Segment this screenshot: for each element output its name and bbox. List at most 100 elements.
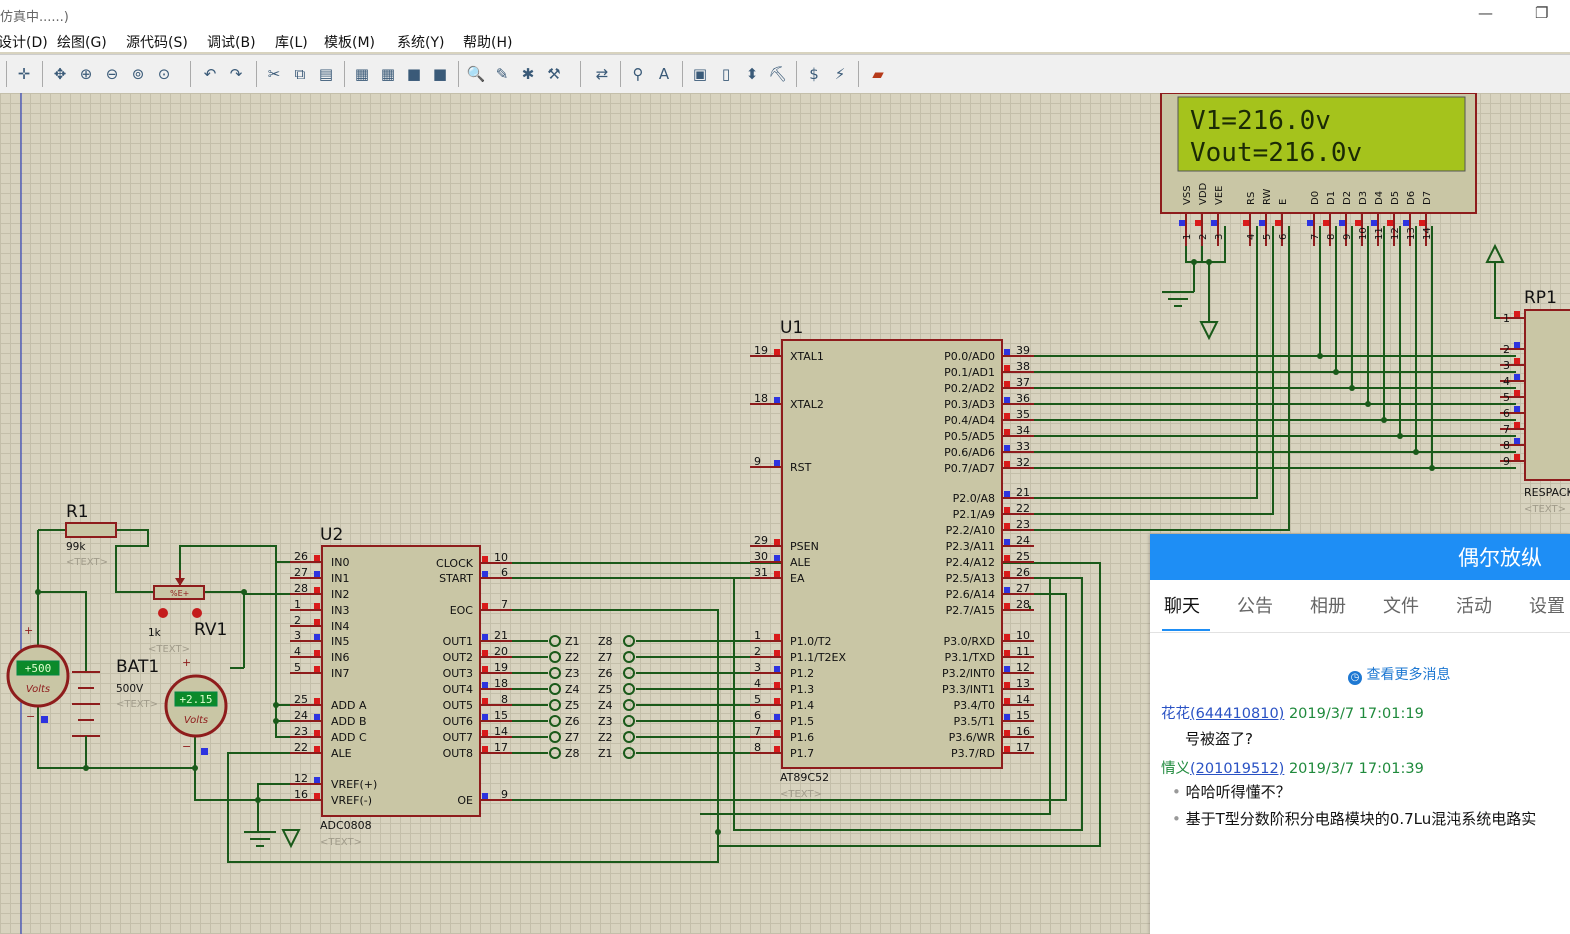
package-tool-icon[interactable]: ✱ (521, 65, 535, 83)
make-device-icon[interactable]: ✎ (495, 65, 509, 83)
exit-to-parent-icon[interactable]: ⬍ (745, 65, 759, 83)
schematic: V1=216.0v Vout=216.0v VSS1VDD2VEE3RS4RW5… (6, 93, 1570, 934)
lcd-pin-name: D3 (1358, 191, 1369, 205)
bullet-icon: • (1172, 783, 1186, 801)
pin-number: 12 (294, 772, 308, 785)
menu-system[interactable]: 系统(Y) (397, 35, 445, 51)
bill-of-materials-icon[interactable]: ⛏ (768, 65, 788, 83)
toolbar-separator (796, 61, 797, 87)
pin-number: 22 (1016, 502, 1030, 515)
minimize-button[interactable]: — (1478, 4, 1493, 22)
pan-icon[interactable]: ✥ (53, 65, 67, 83)
message-line: 哈哈听得懂不？ (1185, 783, 1291, 801)
copy-icon[interactable]: ⧉ (294, 65, 306, 83)
voltmeter-2[interactable]: +2.15 Volts + − (164, 656, 228, 755)
menu-help[interactable]: 帮助(H) (463, 35, 513, 51)
tab-activity[interactable]: 活动 (1456, 596, 1492, 617)
menu-source[interactable]: 源代码(S) (126, 35, 188, 51)
block-rotate-icon[interactable]: ■ (406, 65, 422, 83)
zoom-area-icon[interactable]: ⊙ (157, 65, 171, 83)
tab-album[interactable]: 相册 (1310, 596, 1346, 617)
lcd-display[interactable]: V1=216.0v Vout=216.0v VSS1VDD2VEE3RS4RW5… (1160, 93, 1477, 246)
pin-name: RST (790, 461, 812, 474)
property-assign-icon[interactable]: A (658, 65, 670, 83)
lcd-pin-number: 2 (1198, 234, 1209, 240)
pin-name: P0.3/AD3 (944, 398, 995, 411)
block-move-icon[interactable]: ▦ (380, 65, 396, 83)
pin-state-indicator (314, 714, 320, 720)
wire-autorouter-icon[interactable]: ⇄ (595, 65, 609, 83)
wire-junction (192, 765, 198, 771)
origin-icon[interactable]: ✛ (17, 65, 31, 83)
lcd-pin-number: 8 (1326, 234, 1337, 240)
block-copy-icon[interactable]: ▦ (354, 65, 370, 83)
pin-number: 20 (494, 645, 508, 658)
wire (179, 545, 314, 570)
pin-name: ADD A (331, 699, 367, 712)
undo-icon[interactable]: ↶ (203, 65, 217, 83)
rp1-pin-number: 7 (1503, 423, 1510, 436)
message-text: • 哈哈听得懂不？ (1172, 781, 1291, 802)
pin-number: 8 (754, 741, 761, 754)
cut-icon[interactable]: ✂ (267, 65, 281, 83)
zoom-in-icon[interactable]: ⊕ (79, 65, 93, 83)
u2-text: <TEXT> (320, 837, 362, 848)
paste-icon[interactable]: ▤ (318, 65, 334, 83)
rv1-increase-button[interactable] (192, 608, 202, 618)
menu-library[interactable]: 库(L) (275, 35, 308, 51)
new-sheet-icon[interactable]: ▣ (692, 65, 708, 83)
bat1-battery[interactable]: BAT1 500V <TEXT> (72, 655, 159, 768)
terminal-icon (549, 715, 561, 727)
pick-device-icon[interactable]: 🔍 (466, 65, 486, 83)
pin-number: 4 (294, 645, 301, 658)
pin-state-indicator (482, 634, 488, 640)
zoom-all-icon[interactable]: ⊚ (131, 65, 145, 83)
pin-name: PSEN (790, 540, 819, 553)
r1-resistor[interactable]: R1 99k <TEXT> (65, 502, 117, 568)
pin-name: P2.6/A14 (946, 588, 995, 601)
pin-state-indicator (1004, 603, 1010, 609)
netlist-icon[interactable]: ⚡ (834, 65, 846, 83)
menu-design[interactable]: 设计(D) (0, 35, 48, 51)
rv1-potentiometer[interactable]: %E+ RV1 1k <TEXT> (148, 570, 227, 655)
search-icon[interactable]: ⚲ (632, 65, 644, 83)
message-sender-uid[interactable]: (201019512) (1190, 761, 1285, 777)
zoom-out-icon[interactable]: ⊖ (105, 65, 119, 83)
voltmeter-1-probe (41, 716, 48, 723)
message-sender[interactable]: 情义 (1161, 761, 1190, 777)
pin-state-indicator (1387, 220, 1393, 226)
decompose-icon[interactable]: ⚒ (547, 65, 561, 83)
ares-icon[interactable]: ▰ (872, 65, 884, 83)
u2-ref: U2 (320, 525, 343, 545)
pin-state-indicator (1004, 523, 1010, 529)
tab-announcement[interactable]: 公告 (1237, 596, 1273, 617)
pin-state-indicator (1259, 220, 1265, 226)
rv1-decrease-button[interactable] (158, 608, 168, 618)
chat-panel[interactable]: 偶尔放纵 聊天 公告 相册 文件 活动 设置 ◷ 查看更多消息 花花(64441… (1150, 534, 1570, 934)
block-delete-icon[interactable]: ■ (432, 65, 448, 83)
voltmeter-1[interactable]: +500 Volts + − (6, 624, 70, 723)
menu-debug[interactable]: 调试(B) (207, 35, 256, 51)
tab-settings[interactable]: 设置 (1529, 596, 1565, 617)
menu-template[interactable]: 模板(M) (324, 35, 376, 51)
redo-icon[interactable]: ↷ (229, 65, 243, 83)
pin-number: 6 (754, 709, 761, 722)
more-messages-link[interactable]: ◷ 查看更多消息 (1348, 664, 1450, 685)
remove-sheet-icon[interactable]: ▯ (721, 65, 731, 83)
menu-draw[interactable]: 绘图(G) (57, 35, 107, 51)
tab-chat[interactable]: 聊天 (1164, 596, 1200, 617)
pin-state-indicator (1514, 406, 1520, 412)
voltmeter-2-plus-icon: + (182, 656, 191, 669)
erc-report-icon[interactable]: $ (809, 65, 819, 83)
pin-name: EOC (450, 604, 474, 617)
pin-number: 12 (1016, 661, 1030, 674)
message-sender[interactable]: 花花 (1161, 706, 1190, 722)
tab-files[interactable]: 文件 (1383, 596, 1419, 617)
message-sender-uid[interactable]: (644410810) (1190, 706, 1285, 722)
restore-button[interactable]: ❐ (1535, 4, 1549, 22)
